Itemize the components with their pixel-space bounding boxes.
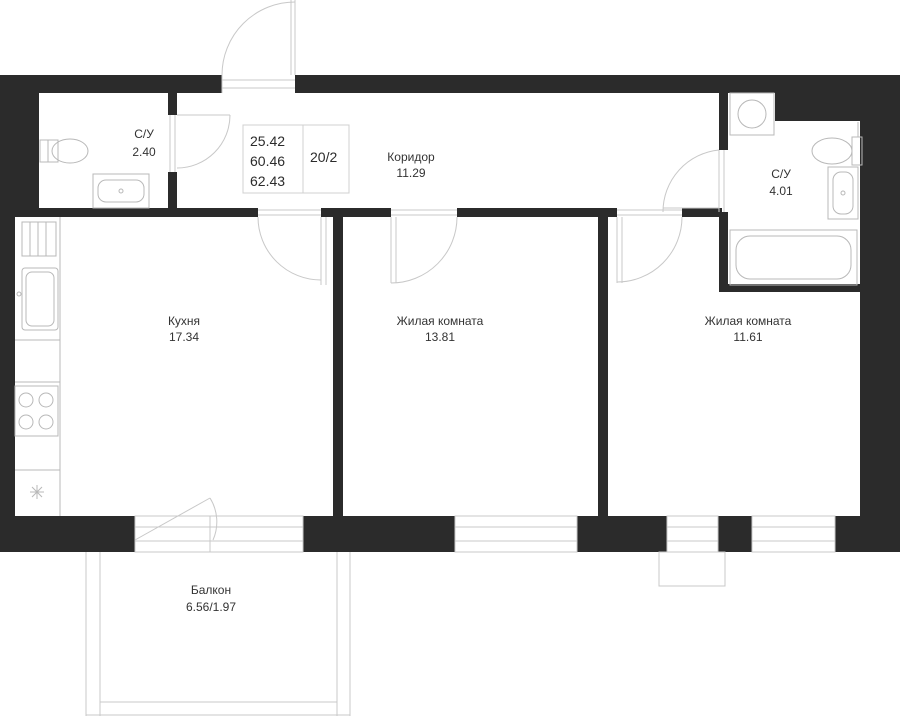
toilet-large-icon — [811, 122, 863, 166]
info-box: 25.42 60.46 62.43 20/2 — [242, 124, 350, 194]
room-area: 4.01 — [769, 184, 793, 198]
room-corridor: Коридор 11.29 — [387, 150, 435, 180]
room-name: С/У — [134, 127, 154, 141]
room-area: 17.34 — [169, 330, 199, 344]
room-name: Балкон — [191, 583, 231, 597]
room-name: С/У — [771, 167, 791, 181]
toilet-small-icon — [39, 138, 89, 164]
living-area-value: 25.42 — [250, 133, 285, 149]
room-bathroom-small: С/У 2.40 — [132, 127, 156, 159]
sink-large-icon — [827, 166, 859, 220]
total-area-with-balcony-value: 62.43 — [250, 173, 285, 189]
room-area: 13.81 — [425, 330, 455, 344]
room-name: Жилая комната — [397, 314, 484, 328]
washing-machine-icon — [729, 92, 775, 136]
room-area: 11.61 — [733, 330, 762, 344]
room-area: 6.56/1.97 — [186, 600, 236, 614]
balcony-outline — [85, 552, 351, 716]
kitchen-counter — [15, 217, 61, 516]
bathtub-icon — [729, 229, 858, 286]
unit-code: 20/2 — [310, 149, 337, 165]
room-name: Жилая комната — [705, 314, 792, 328]
radiator-icon — [21, 221, 57, 257]
room-area: 11.29 — [396, 166, 425, 180]
ventilation-icon — [30, 485, 44, 499]
sink-small-icon — [92, 173, 150, 209]
room-area: 2.40 — [132, 145, 156, 159]
room-name: Коридор — [387, 150, 435, 164]
kitchen-sink-icon — [16, 267, 59, 331]
total-area-value: 60.46 — [250, 153, 285, 169]
room-bathroom-large: С/У 4.01 — [769, 167, 793, 198]
walls — [0, 75, 900, 552]
room-living-2: Жилая комната 11.61 — [705, 314, 792, 344]
room-name: Кухня — [168, 314, 200, 328]
room-kitchen: Кухня 17.34 — [168, 314, 200, 344]
room-balcony: Балкон 6.56/1.97 — [186, 583, 236, 614]
doors — [134, 0, 725, 541]
windows — [134, 515, 836, 587]
room-living-1: Жилая комната 13.81 — [397, 314, 484, 344]
stove-icon — [14, 385, 59, 437]
